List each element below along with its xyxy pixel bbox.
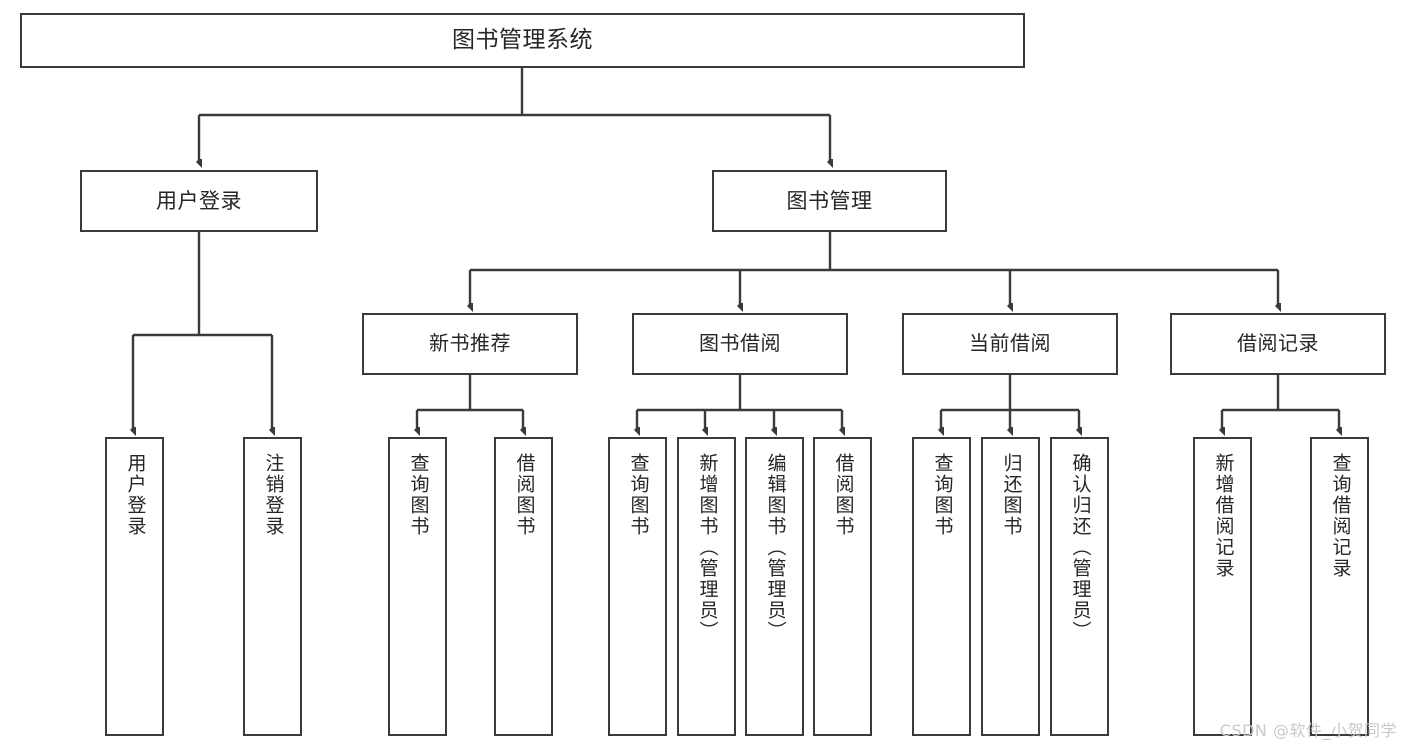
node-borrow-record[interactable]: 借阅记录: [1170, 313, 1386, 375]
node-label: 用户登录: [156, 188, 242, 213]
node-label: 归还图书: [1000, 453, 1023, 537]
node-current-borrow[interactable]: 当前借阅: [902, 313, 1118, 375]
node-label: 查询图书: [931, 453, 954, 537]
node-label: 新增图书（管理员）: [696, 453, 719, 642]
node-book-management[interactable]: 图书管理: [712, 170, 947, 232]
leaf-new-book-query-book[interactable]: 查询图书: [388, 437, 447, 736]
node-label: 新书推荐: [429, 331, 511, 356]
leaf-borrow-edit-book-admin[interactable]: 编辑图书（管理员）: [745, 437, 804, 736]
node-label: 借阅图书: [513, 453, 536, 537]
leaf-record-query-borrow-record[interactable]: 查询借阅记录: [1310, 437, 1369, 736]
node-label: 图书管理系统: [452, 26, 593, 53]
node-label: 编辑图书（管理员）: [764, 453, 787, 642]
leaf-user-login[interactable]: 用户登录: [105, 437, 164, 736]
node-new-book-recommend[interactable]: 新书推荐: [362, 313, 578, 375]
leaf-borrow-add-book-admin[interactable]: 新增图书（管理员）: [677, 437, 736, 736]
leaf-current-confirm-return-admin[interactable]: 确认归还（管理员）: [1050, 437, 1109, 736]
leaf-borrow-borrow-book[interactable]: 借阅图书: [813, 437, 872, 736]
leaf-logout-login[interactable]: 注销登录: [243, 437, 302, 736]
leaf-new-book-borrow-book[interactable]: 借阅图书: [494, 437, 553, 736]
node-label: 图书借阅: [699, 331, 781, 356]
leaf-current-query-book[interactable]: 查询图书: [912, 437, 971, 736]
node-label: 图书管理: [786, 188, 873, 213]
node-label: 查询图书: [407, 453, 430, 537]
node-label: 注销登录: [262, 453, 285, 537]
node-label: 借阅图书: [832, 453, 855, 537]
node-label: 查询图书: [627, 453, 650, 537]
leaf-borrow-query-book[interactable]: 查询图书: [608, 437, 667, 736]
node-book-borrow[interactable]: 图书借阅: [632, 313, 848, 375]
node-label: 查询借阅记录: [1329, 453, 1352, 579]
leaf-current-return-book[interactable]: 归还图书: [981, 437, 1040, 736]
node-label: 当前借阅: [969, 331, 1051, 356]
node-user-login[interactable]: 用户登录: [80, 170, 318, 232]
leaf-record-add-borrow-record[interactable]: 新增借阅记录: [1193, 437, 1252, 736]
node-label: 借阅记录: [1237, 331, 1319, 356]
node-label: 用户登录: [124, 453, 147, 537]
node-label: 确认归还（管理员）: [1069, 453, 1092, 642]
node-root-system[interactable]: 图书管理系统: [20, 13, 1025, 68]
watermark-text: CSDN @软件_小贺同学: [1219, 721, 1397, 740]
node-label: 新增借阅记录: [1212, 453, 1235, 579]
